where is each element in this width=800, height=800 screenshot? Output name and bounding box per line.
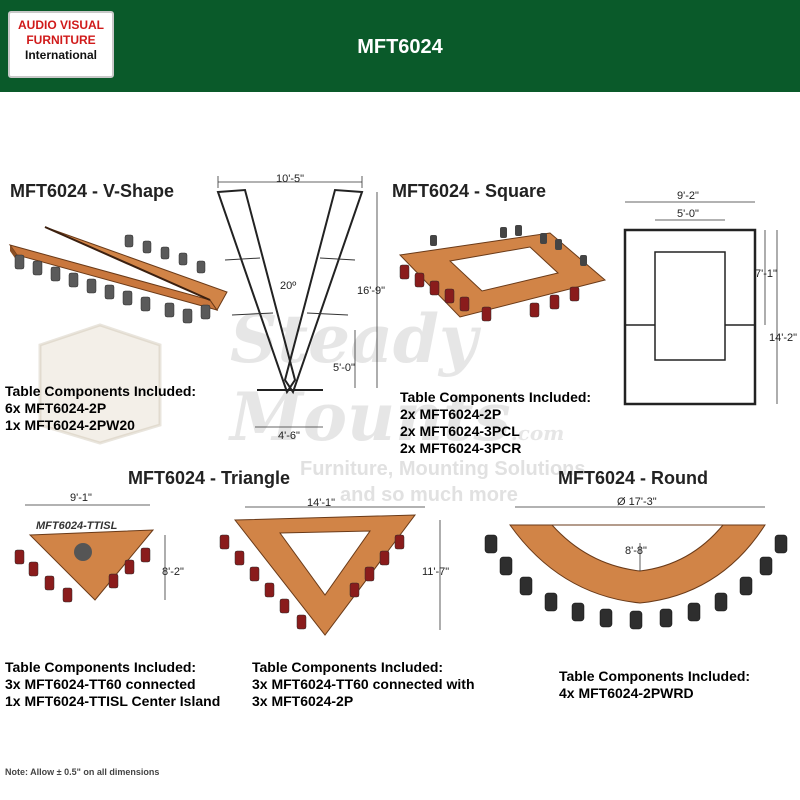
- vshape-dim-angle: 20º: [280, 280, 297, 292]
- page-title: MFT6024: [357, 36, 443, 58]
- round-components: Table Components Included: 4x MFT6024-2P…: [559, 668, 750, 702]
- component-item: 1x MFT6024-2PW20: [5, 417, 135, 433]
- triangle-large-height: 11'-7": [422, 566, 450, 578]
- component-item: 6x MFT6024-2P: [5, 400, 107, 416]
- square-dim-inner-width: 5'-0": [677, 208, 699, 220]
- triangle-small-width: 9'-1": [70, 492, 92, 504]
- vshape-plan-diagram: [216, 176, 378, 428]
- components-heading: Table Components Included:: [559, 668, 751, 684]
- triangle-small-label: MFT6024-TTISL: [36, 520, 118, 532]
- logo-line-1: AUDIO VISUAL: [17, 18, 104, 32]
- component-item: 3x MFT6024-TT60 connected with: [252, 676, 475, 692]
- triangle-large-width: 14'-1": [307, 497, 336, 509]
- component-item: 1x MFT6024-TTISL Center Island: [5, 693, 221, 709]
- square-components: Table Components Included: 2x MFT6024-2P…: [400, 389, 591, 457]
- square-dim-outer-height: 14'-2": [769, 332, 798, 344]
- vshape-dim-bottom: 4'-6": [278, 430, 300, 442]
- vshape-render: [8, 226, 228, 324]
- component-item: 2x MFT6024-2P: [400, 406, 502, 422]
- component-item: 2x MFT6024-3PCL: [400, 423, 520, 439]
- header-bar: AUDIO VISUAL FURNITURE International MFT…: [0, 0, 800, 92]
- triangle-small-render: [14, 504, 166, 603]
- triangle-title: MFT6024 - Triangle: [128, 468, 291, 488]
- components-heading: Table Components Included:: [5, 383, 197, 399]
- component-item: 2x MFT6024-3PCR: [400, 440, 522, 456]
- vshape-dim-top: 10'-5": [276, 173, 305, 185]
- vshape-dim-segment: 5'-0": [333, 362, 355, 374]
- dimension-note: Note: Allow ± 0.5" on all dimensions: [5, 767, 160, 777]
- watermark-tagline-2: and so much more: [340, 484, 518, 506]
- round-dim-depth: 8'-8": [625, 545, 647, 557]
- component-item: 4x MFT6024-2PWRD: [559, 685, 694, 701]
- vshape-title: MFT6024 - V-Shape: [10, 181, 175, 201]
- square-render: [398, 225, 607, 322]
- square-title: MFT6024 - Square: [392, 181, 547, 201]
- vshape-dim-height: 16'-9": [357, 285, 386, 297]
- round-render: [484, 506, 788, 630]
- watermark-box-graphic: [38, 323, 162, 445]
- vshape-components: Table Components Included: 6x MFT6024-2P…: [5, 383, 196, 434]
- component-item: 3x MFT6024-TT60 connected: [5, 676, 196, 692]
- components-heading: Table Components Included:: [400, 389, 592, 405]
- logo-line-3: International: [24, 48, 97, 62]
- component-item: 3x MFT6024-2P: [252, 693, 354, 709]
- components-heading: Table Components Included:: [5, 659, 197, 675]
- round-dim-diameter: Ø 17'-3": [617, 496, 657, 508]
- triangle-components-island: Table Components Included: 3x MFT6024-TT…: [5, 659, 220, 710]
- triangle-large-render: [219, 506, 441, 636]
- triangle-components-connected: Table Components Included: 3x MFT6024-TT…: [252, 659, 475, 710]
- square-plan-diagram: [623, 201, 778, 406]
- watermark-tagline-1: Furniture, Mounting Solutions: [300, 458, 586, 480]
- square-dim-outer-width: 9'-2": [677, 190, 699, 202]
- round-title: MFT6024 - Round: [558, 468, 709, 488]
- square-dim-inner-height: 7'-1": [755, 268, 777, 280]
- brand-logo[interactable]: AUDIO VISUAL FURNITURE International: [8, 11, 114, 78]
- components-heading: Table Components Included:: [252, 659, 444, 675]
- logo-line-2: FURNITURE: [26, 33, 96, 47]
- triangle-small-height: 8'-2": [162, 566, 184, 578]
